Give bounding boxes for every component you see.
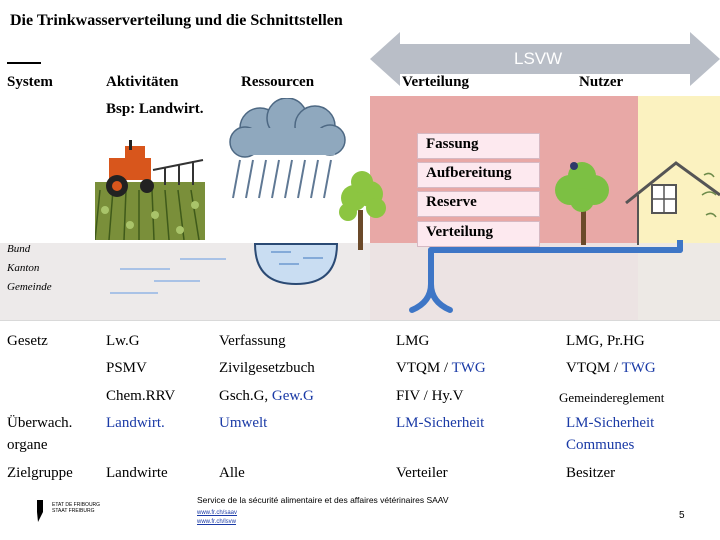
col-verteilung: Verteilung <box>402 74 469 90</box>
ziel-nutz: Besitzer <box>566 465 616 481</box>
ueberwach-nutz-2: Communes <box>566 437 635 453</box>
vtqm: VTQM / <box>396 360 449 376</box>
lake-image <box>253 243 339 286</box>
gesetz-akt-3: Chem.RRV <box>106 388 176 404</box>
gesetz-res-3: Gsch.G, Gew.G <box>219 388 314 405</box>
house-image <box>625 161 720 245</box>
gsch-g: Gsch.G, <box>219 388 269 404</box>
tractor-field-image <box>95 130 205 240</box>
ziel-vert: Verteiler <box>396 465 448 481</box>
gesetz-vert-2: VTQM / TWG <box>396 360 486 377</box>
footer-link-1[interactable]: www.fr.ch/saav <box>197 510 238 516</box>
gesetz-nutz-2: VTQM / TWG <box>566 360 656 377</box>
gesetz-akt-1: Lw.G <box>106 333 140 349</box>
ueberwach-nutz-1: LM-Sicherheit <box>566 415 655 431</box>
gew-g: Gew.G <box>271 388 314 404</box>
title-underline <box>7 62 41 64</box>
gesetz-nutz-3: Gemeindereglement <box>559 390 665 405</box>
tree-image <box>339 171 386 250</box>
ueberwach-res: Umwelt <box>219 415 268 431</box>
twg: TWG <box>451 360 486 376</box>
gesetz-res-1: Verfassung <box>219 333 286 349</box>
gesetz-nutz-1: LMG, Pr.HG <box>566 333 645 349</box>
gesetz-vert-3: FIV / Hy.V <box>396 388 464 404</box>
lsvw-double-arrow <box>370 32 720 86</box>
row-label-organe: organe <box>7 437 48 453</box>
groundwater-lines <box>110 258 226 294</box>
authority-bund: Bund <box>7 243 31 255</box>
row-label-gesetz: Gesetz <box>7 333 48 349</box>
authority-kanton: Kanton <box>7 262 40 274</box>
gesetz-vert-1: LMG <box>396 333 430 349</box>
ueberwach-vert: LM-Sicherheit <box>396 415 485 431</box>
stage-verteilung: Verteilung <box>417 221 540 247</box>
page-title: Die Trinkwasserverteilung und die Schnit… <box>10 12 343 29</box>
authority-gemeinde: Gemeinde <box>7 281 52 293</box>
footer-org-line1: ETAT DE FRIBOURG <box>52 502 101 508</box>
ground-band <box>0 243 720 320</box>
twg-nutz: TWG <box>621 360 656 376</box>
water-pipe-network <box>409 240 683 313</box>
lsvw-label: LSVW <box>514 49 563 68</box>
gesetz-res-2: Zivilgesetzbuch <box>219 360 315 376</box>
footer-link-2[interactable]: www.fr.ch/lsvw <box>197 519 237 525</box>
stage-reserve: Reserve <box>417 191 540 217</box>
col-aktivitaeten: Aktivitäten <box>106 74 179 90</box>
col-ressourcen: Ressourcen <box>241 74 315 90</box>
ueberwach-akt: Landwirt. <box>106 415 165 431</box>
stage-aufbereitung: Aufbereitung <box>417 162 540 188</box>
ziel-res: Alle <box>219 465 245 481</box>
vtqm-nutz: VTQM / <box>566 360 619 376</box>
tree-user-image <box>555 162 609 245</box>
row-label-zielgruppe: Zielgruppe <box>7 465 73 481</box>
rain-cloud-image <box>229 98 346 199</box>
col-nutzer: Nutzer <box>579 74 624 90</box>
footer-service: Service de la sécurité alimentaire et de… <box>197 495 449 505</box>
page-number: 5 <box>679 510 685 521</box>
divider <box>0 320 720 321</box>
gesetz-akt-2: PSMV <box>106 360 147 376</box>
footer-org-line2: STAAT FREIBURG <box>52 508 95 514</box>
col-system: System <box>7 74 53 90</box>
stage-fassung: Fassung <box>417 133 540 159</box>
fribourg-logo-icon <box>35 500 45 522</box>
ziel-akt: Landwirte <box>106 465 168 481</box>
example-label: Bsp: Landwirt. <box>106 101 204 117</box>
row-label-ueberwach: Überwach. <box>7 415 73 431</box>
